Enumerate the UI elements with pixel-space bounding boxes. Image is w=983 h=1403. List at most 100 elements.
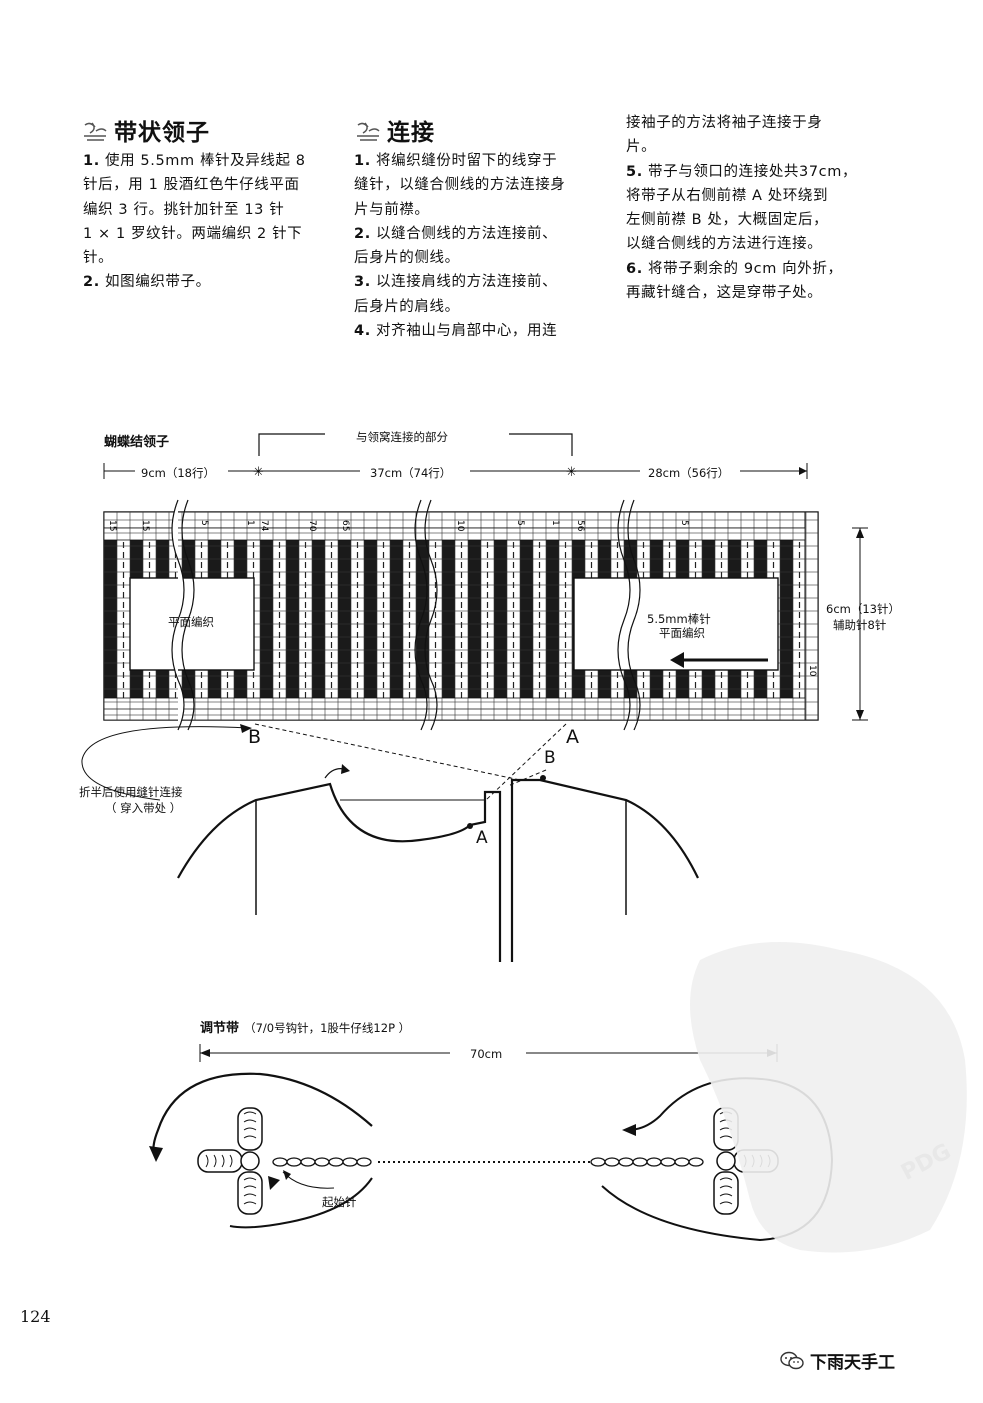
section2-title-text: 连接	[387, 120, 435, 146]
step-number: 2.	[354, 225, 371, 242]
instruction-line: 2. 以缝合侧线的方法连接前、	[354, 222, 604, 246]
instruction-line: 片。	[626, 135, 881, 159]
section3-body: 接袖子的方法将袖子连接于身片。 5. 带子与领口的连接处共37cm， 将带子从右侧前…	[626, 111, 881, 305]
row-number: 15	[107, 520, 117, 531]
strap-subtitle: （7/0号钩针，1股牛仔线12P ）	[244, 1021, 411, 1035]
section1-body: 1. 使用 5.5mm 棒针及异线起 8 针后，用 1 股酒红色牛仔线平面编织 3…	[83, 149, 333, 295]
instruction-text: 以缝合侧线的方法连接前、	[370, 225, 558, 242]
dim-mid-label: 37cm（74行）	[370, 466, 452, 480]
row-number: 70	[307, 520, 317, 532]
row-number: 74	[259, 520, 269, 532]
svg-text:✳: ✳	[566, 465, 577, 480]
right-box-label-1: 5.5mm棒针	[647, 612, 711, 626]
instruction-text: 对齐袖山与肩部中心，用连	[370, 323, 558, 340]
point-b-label-2: B	[544, 748, 556, 768]
connect-label: 与领窝连接的部分	[356, 430, 448, 444]
page-number: 124	[20, 1307, 51, 1326]
instruction-text: 缝针，以缝合侧线的方法连接身	[354, 177, 566, 194]
instruction-text: 片。	[626, 139, 657, 156]
instruction-line: 6. 将带子剩余的 9cm 向外折，	[626, 257, 881, 281]
wechat-icon	[780, 1351, 804, 1369]
row-number: 5	[199, 520, 209, 526]
instruction-line: 1. 使用 5.5mm 棒针及异线起 8	[83, 149, 333, 173]
instruction-text: 将编织缝份时留下的线穿于	[370, 153, 558, 169]
section1-title-text: 带状领子	[114, 120, 210, 146]
instruction-line: 再藏针缝合，这是穿带子处。	[626, 281, 881, 305]
instruction-line: 3. 以连接肩线的方法连接前、	[354, 270, 604, 294]
fold-note-1: 折半后使用缝针连接	[79, 785, 183, 799]
svg-text:✳: ✳	[253, 465, 264, 480]
row-number: 15	[140, 520, 150, 531]
instruction-line: 针。	[83, 246, 333, 270]
point-a-label-2: A	[476, 828, 488, 848]
instruction-text: 后身片的侧线。	[354, 250, 460, 267]
start-stitch-label: 起始针	[322, 1195, 357, 1209]
instruction-text: 如图编织带子。	[99, 274, 211, 291]
collar-diagram-title: 蝴蝶结领子	[104, 435, 170, 450]
stitch-icon	[357, 122, 380, 141]
fold-note-2: （ 穿入带处 ）	[105, 801, 182, 815]
section2-title: 连接	[355, 113, 435, 147]
strap-dim-label: 70cm	[470, 1047, 503, 1061]
dim-left-label: 9cm（18行）	[141, 466, 215, 480]
instruction-text: 片与前襟。	[354, 201, 430, 218]
instruction-text: 1 × 1 罗纹针。两端编织 2 针下	[83, 225, 303, 242]
instruction-text: 针。	[83, 250, 114, 267]
instruction-text: 再藏针缝合，这是穿带子处。	[626, 285, 823, 302]
instruction-line: 片与前襟。	[354, 198, 604, 222]
instruction-line: 左侧前襟 B 处，大概固定后，	[626, 208, 881, 232]
step-number: 1.	[83, 153, 100, 169]
instruction-line: 2. 如图编织带子。	[83, 270, 333, 294]
instruction-line: 1 × 1 罗纹针。两端编织 2 针下	[83, 222, 333, 246]
instruction-line: 以缝合侧线的方法进行连接。	[626, 232, 881, 256]
instruction-line: 后身片的侧线。	[354, 246, 604, 270]
section1-title: 带状领子	[82, 113, 210, 147]
instruction-text: 左侧前襟 B 处，大概固定后，	[626, 212, 829, 229]
instruction-text: 将带子剩余的 9cm 向外折，	[642, 260, 843, 277]
instruction-line: 将带子从右侧前襟 A 处环绕到	[626, 184, 881, 208]
instruction-line: 缝针，以缝合侧线的方法连接身	[354, 173, 604, 197]
instruction-line: 编织 3 行。挑针加针至 13 针	[83, 198, 333, 222]
row-number: 10	[807, 665, 817, 677]
footer-brand: 下雨天手工	[780, 1348, 895, 1373]
row-number: 65	[340, 520, 350, 531]
strap-diagram-title: 调节带 （7/0号钩针，1股牛仔线12P ）	[200, 1017, 410, 1036]
dim-height-label: 6cm（13针）	[826, 602, 900, 616]
instruction-text: 以连接肩线的方法连接前、	[370, 274, 558, 291]
row-number: 5	[679, 520, 689, 526]
instruction-line: 1. 将编织缝份时留下的线穿于	[354, 149, 604, 173]
left-box-label: 平面编织	[168, 615, 214, 629]
row-number: 1	[245, 520, 255, 526]
instruction-text: 编织 3 行。挑针加针至 13 针	[83, 201, 285, 218]
row-number: 5	[515, 520, 525, 526]
instruction-text: 接袖子的方法将袖子连接于身	[626, 115, 823, 131]
instruction-line: 接袖子的方法将袖子连接于身	[626, 111, 881, 135]
point-a-label: A	[566, 726, 579, 748]
strap-title: 调节带	[200, 1021, 240, 1036]
step-number: 6.	[626, 260, 643, 277]
instruction-line: 5. 带子与领口的连接处共37cm，	[626, 160, 881, 184]
instruction-line: 后身片的肩线。	[354, 295, 604, 319]
instruction-text: 将带子从右侧前襟 A 处环绕到	[626, 187, 829, 204]
instruction-line: 4. 对齐袖山与肩部中心，用连	[354, 319, 604, 343]
section2-body: 1. 将编织缝份时留下的线穿于缝针，以缝合侧线的方法连接身片与前襟。 2. 以缝合…	[354, 149, 604, 343]
step-number: 1.	[354, 153, 371, 169]
instruction-text: 以缝合侧线的方法进行连接。	[626, 236, 823, 253]
step-number: 5.	[626, 163, 643, 180]
step-number: 4.	[354, 323, 371, 340]
point-b-label: B	[248, 726, 262, 748]
instruction-text: 针后，用 1 股酒红色牛仔线平面	[83, 177, 300, 194]
step-number: 3.	[354, 274, 371, 291]
step-number: 2.	[83, 274, 100, 291]
row-number: 56	[575, 520, 585, 532]
instruction-text: 使用 5.5mm 棒针及异线起 8	[99, 153, 306, 169]
dim-right-label: 28cm（56行）	[648, 466, 730, 480]
instruction-line: 针后，用 1 股酒红色牛仔线平面	[83, 173, 333, 197]
instruction-text: 带子与领口的连接处共37cm，	[642, 163, 858, 180]
instruction-text: 后身片的肩线。	[354, 298, 460, 315]
stitch-icon	[84, 122, 107, 141]
right-box-label-2: 平面编织	[659, 626, 705, 640]
row-number: 1	[550, 520, 560, 526]
